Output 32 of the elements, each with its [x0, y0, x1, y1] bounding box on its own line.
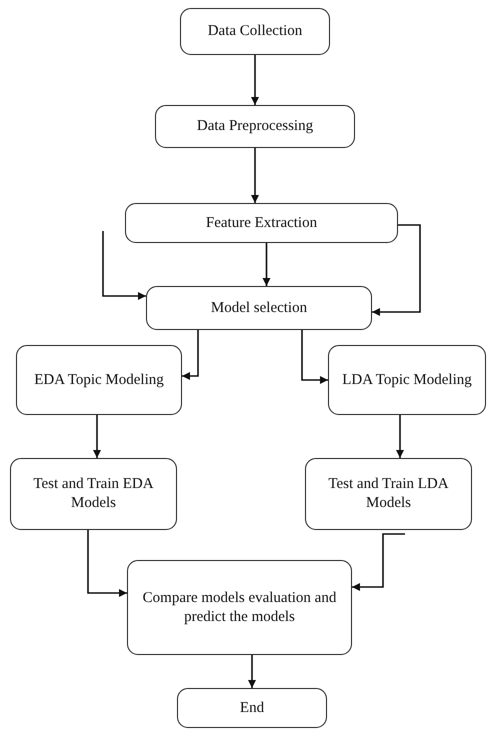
process-box [125, 203, 398, 243]
box-label: Model selection [210, 298, 308, 318]
arrow [372, 224, 421, 316]
process-box [16, 345, 182, 415]
arrow [102, 231, 146, 300]
box-label: Data Preprocessing [196, 117, 314, 136]
process-box [177, 688, 327, 728]
process-box [328, 345, 486, 415]
box-label: Test and Train LDA Models [327, 475, 450, 513]
box-label: Feature Extraction [206, 214, 318, 232]
arrow [87, 530, 127, 597]
arrow [396, 415, 404, 458]
process-box [180, 8, 330, 55]
arrow [93, 415, 101, 458]
box-label: Compare models evaluation and predict the models [142, 588, 338, 626]
process-box [10, 458, 177, 530]
arrow [182, 330, 199, 380]
process-box [146, 286, 372, 330]
process-box [127, 560, 352, 655]
box-label: EDA Topic Modeling [34, 370, 164, 390]
arrow [248, 655, 256, 688]
box-label: Test and Train EDA Models [32, 475, 155, 513]
arrow [352, 533, 405, 591]
box-label: Data Collection [208, 22, 302, 41]
arrow [251, 148, 259, 203]
process-box [155, 105, 355, 148]
box-label: End [240, 698, 264, 718]
process-box [305, 458, 472, 530]
arrow [262, 243, 270, 286]
box-label: LDA Topic Modeling [342, 370, 472, 390]
arrow [251, 55, 259, 105]
arrow [301, 330, 328, 384]
